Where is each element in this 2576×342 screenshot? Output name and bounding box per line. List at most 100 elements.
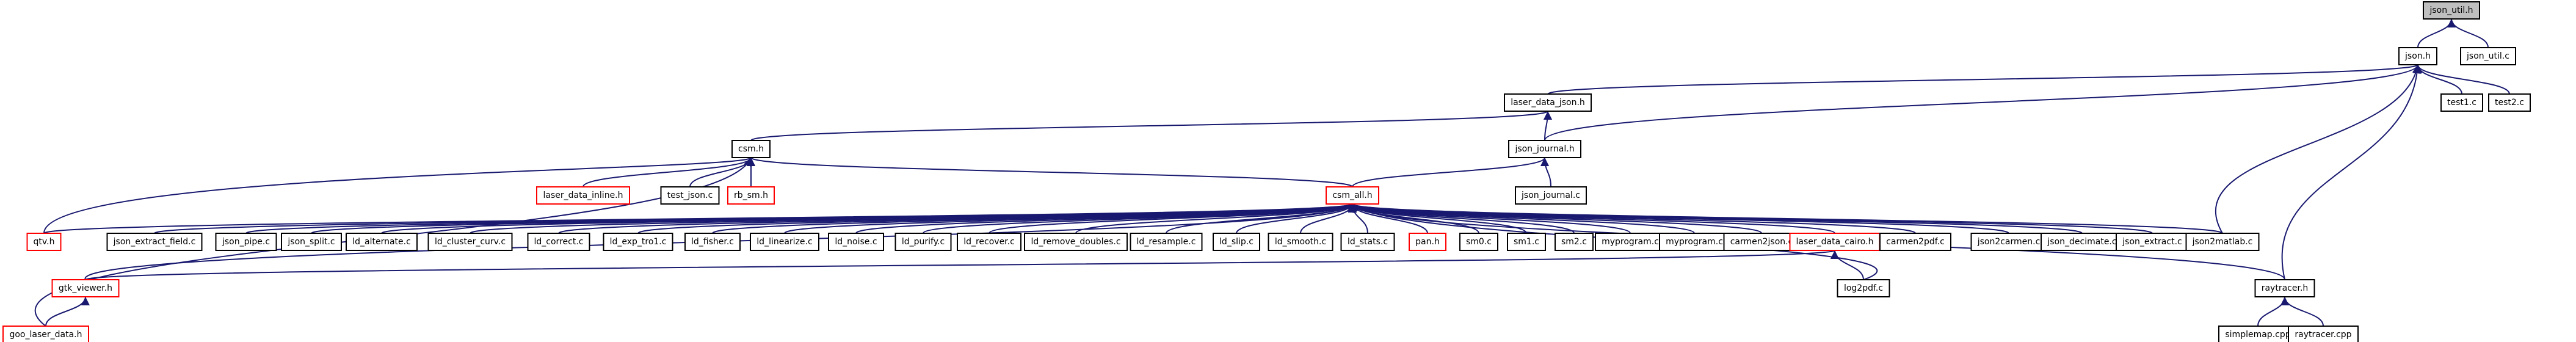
node-ld-fisher-c[interactable]: ld_fisher.c [684,233,741,251]
node-label: raytracer.h [2262,283,2309,293]
node-carmen2json-c[interactable]: carmen2json.c [1723,233,1800,251]
node-label: sm2.c [1561,237,1587,247]
node-raytracer-cpp[interactable]: raytracer.cpp [2288,326,2359,342]
node-myprogram-c-1[interactable]: myprogram.c [1595,233,1666,251]
node-ld-resample-c[interactable]: ld_resample.c [1130,233,1203,251]
node-label: ld_cluster_curv.c [435,237,506,247]
node-goo-laser-data-h[interactable]: goo_laser_data.h [2,326,89,342]
node-label: csm_all.h [1332,191,1372,200]
node-box [536,186,630,205]
node-gtk-viewer-h[interactable]: gtk_viewer.h [51,279,120,297]
node-ld-cluster-curv-c[interactable]: ld_cluster_curv.c [427,233,513,251]
node-test1-c[interactable]: test1.c [2440,93,2483,112]
node-ld-alternate-c[interactable]: ld_alternate.c [346,233,418,251]
node-ld-recover-c[interactable]: ld_recover.c [957,233,1021,251]
node-box [527,233,590,251]
node-log2pdf-c[interactable]: log2pdf.c [1837,279,1890,297]
edge-ld-remove-doubles-c-to-csm-all-h [1075,203,1357,234]
node-myprogram-c-2[interactable]: myprogram.c [1659,233,1730,251]
node-box [51,279,120,297]
node-ld-correct-c[interactable]: ld_correct.c [527,233,590,251]
node-ld-slip-c[interactable]: ld_slip.c [1213,233,1260,251]
node-json-journal-c[interactable]: json_journal.c [1515,186,1587,205]
node-label: sm0.c [1466,237,1492,247]
node-sm1-c[interactable]: sm1.c [1507,233,1546,251]
node-qtv-h[interactable]: qtv.h [26,233,62,251]
node-box [2254,279,2315,297]
node-box [2423,1,2480,20]
node-simplemap-cpp[interactable]: simplemap.cpp [2218,326,2298,342]
node-label: json2carmen.c [1977,237,2041,247]
node-test-json-c[interactable]: test_json.c [660,186,720,205]
node-label: ld_stats.c [1348,237,1388,247]
edge-json2matlab-c-to-csm-all-h [1348,203,2223,234]
node-ld-remove-doubles-c[interactable]: ld_remove_doubles.c [1024,233,1128,251]
node-label: gtk_viewer.h [59,283,112,293]
node-label: simplemap.cpp [2225,330,2290,340]
nodes-layer: json_util.h json.h json_util.c laser_data_j… [2,1,2531,342]
node-label: myprogram.c [1602,237,1659,247]
node-json2matlab-c[interactable]: json2matlab.c [2185,233,2260,251]
node-label: ld_exp_tro1.c [610,237,667,247]
node-json-decimate-c[interactable]: json_decimate.c [2041,233,2124,251]
node-test2-c[interactable]: test2.c [2488,93,2531,112]
node-json-h[interactable]: json.h [2398,47,2437,65]
node-label: ld_correct.c [534,237,584,247]
node-json-pipe-c[interactable]: json_pipe.c [215,233,277,251]
node-ld-exp-tro1-c[interactable]: ld_exp_tro1.c [603,233,673,251]
node-box [2116,233,2189,251]
node-label: ld_fisher.c [691,237,734,247]
node-ld-smooth-c[interactable]: ld_smooth.c [1268,233,1333,251]
node-carmen2pdf-c[interactable]: carmen2pdf.c [1879,233,1951,251]
node-label: ld_remove_doubles.c [1031,237,1120,247]
node-label: ld_resample.c [1137,237,1196,247]
node-json-util-c[interactable]: json_util.c [2460,47,2516,65]
node-box [1507,233,1546,251]
node-rb-sm-h[interactable]: rb_sm.h [727,186,775,205]
node-box [1268,233,1333,251]
node-json-extract-c[interactable]: json_extract.c [2116,233,2189,251]
node-box [1213,233,1260,251]
node-raytracer-h[interactable]: raytracer.h [2254,279,2315,297]
node-box [1508,140,1581,158]
edge-laser-data-json-h-to-json-h [1547,64,2422,95]
edge-raytracer-h-to-json-h [2281,64,2422,280]
node-ld-purify-c[interactable]: ld_purify.c [894,233,952,251]
edge-test2-c-to-json-h [2414,64,2510,95]
node-box [1837,279,1890,297]
node-label: json_pipe.c [222,237,270,247]
node-laser-data-cairo-h[interactable]: laser_data_cairo.h [1789,233,1881,251]
node-box [427,233,513,251]
node-sm2-c[interactable]: sm2.c [1555,233,1594,251]
node-ld-linearize-c[interactable]: ld_linearize.c [750,233,819,251]
node-laser-data-inline-h[interactable]: laser_data_inline.h [536,186,630,205]
node-label: ld_recover.c [963,237,1015,247]
node-box [1879,233,1951,251]
node-json-split-c[interactable]: json_split.c [281,233,342,251]
node-label: test_json.c [667,191,713,200]
node-csm-h[interactable]: csm.h [731,140,771,158]
node-json2carmen-c[interactable]: json2carmen.c [1970,233,2047,251]
node-box [1409,233,1446,251]
node-ld-stats-c[interactable]: ld_stats.c [1340,233,1395,251]
node-ld-noise-c[interactable]: ld_noise.c [828,233,884,251]
node-box [26,233,62,251]
node-box [1555,233,1594,251]
node-laser-data-json-h[interactable]: laser_data_json.h [1504,93,1592,112]
node-label: csm.h [738,144,764,154]
node-box [2288,326,2359,342]
edge-log2pdf-c-to-laser-data-cairo-h [1830,250,1864,280]
node-pan-h[interactable]: pan.h [1409,233,1446,251]
node-json-journal-h[interactable]: json_journal.h [1508,140,1581,158]
edge-gtk-viewer-h-to-laser-data-cairo-h [85,250,1838,280]
node-box [2488,93,2531,112]
node-box [281,233,342,251]
edge-json-util-c-to-json-util-h [2447,18,2489,48]
node-csm-all-h[interactable]: csm_all.h [1326,186,1379,205]
node-sm0-c[interactable]: sm0.c [1459,233,1498,251]
node-json-util-h[interactable]: json_util.h [2423,1,2480,20]
node-box [684,233,741,251]
node-box [1130,233,1203,251]
node-label: json_util.h [2429,5,2473,15]
node-json-extract-field-c[interactable]: json_extract_field.c [106,233,203,251]
